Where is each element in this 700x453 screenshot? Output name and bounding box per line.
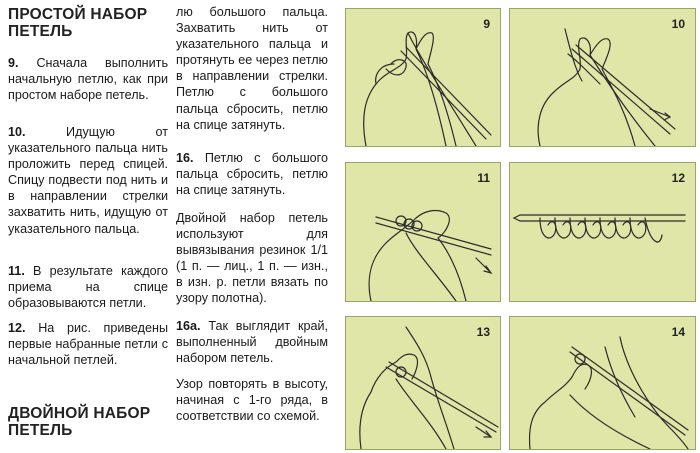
figure-9-label: 9 — [483, 17, 490, 31]
double-cast-on-paragraph: Двойной набор петель используют для вывя… — [176, 211, 328, 306]
step-11-text: В результате каждого приема на спице обр… — [8, 264, 168, 311]
step-12-text: На рис. приведены первые набранные петли… — [8, 321, 168, 368]
step-16-text: Петлю с большого пальца сбросить, петлю … — [176, 151, 328, 198]
section-heading-simple-cast-on: ПРОСТОЙ НАБОР ПЕТЕЛЬ — [8, 6, 148, 40]
step-11-number: 11. — [8, 264, 25, 278]
step-16-paragraph: 16. Петлю с большого пальца сбросить, пе… — [176, 150, 328, 198]
step-10-number: 10. — [8, 125, 26, 139]
figure-11: 11 — [345, 162, 501, 302]
figure-9: 9 — [345, 8, 501, 147]
figure-11-illustration — [368, 209, 493, 301]
continued-paragraph: лю большого пальца. Захватить нить от ук… — [176, 5, 328, 132]
figure-10-illustration — [537, 28, 676, 146]
figure-13-illustration — [359, 326, 499, 449]
figure-14: 14 — [509, 316, 696, 450]
figure-12: 12 — [509, 162, 696, 302]
step-9-number: 9. — [8, 56, 19, 70]
step-11-paragraph: 11. В результате каждого приема на спице… — [8, 263, 168, 311]
figure-10-label: 10 — [671, 17, 685, 31]
figure-10: 10 — [509, 8, 696, 147]
step-16a-paragraph: 16а. Так выглядит край, выполненный двой… — [176, 318, 328, 366]
figure-14-illustration — [528, 336, 689, 449]
step-10-text: Идущую от указательного пальца нить прол… — [8, 125, 169, 236]
figure-9-illustration — [363, 31, 492, 146]
figure-12-label: 12 — [671, 171, 685, 185]
section-heading-double-cast-on: ДВОЙНОЙ НАБОР ПЕТЕЛЬ — [8, 405, 151, 439]
figure-12-illustration — [512, 214, 686, 243]
step-12-paragraph: 12. На рис. приведены первые набранные п… — [8, 320, 168, 368]
pattern-repeat-paragraph: Узор повторять в высоту, начиная с 1-го … — [176, 377, 328, 424]
step-12-number: 12. — [8, 321, 26, 335]
figure-14-label: 14 — [671, 325, 685, 339]
figure-13: 13 — [345, 316, 501, 450]
step-16-number: 16. — [176, 151, 194, 165]
step-16a-number: 16а. — [176, 319, 201, 333]
figure-13-label: 13 — [476, 325, 490, 339]
step-16a-text: Так выглядит край, выполненный двойным н… — [176, 319, 329, 366]
figure-11-label: 11 — [477, 171, 490, 185]
step-10-paragraph: 10. Идущую от указательного пальца нить … — [8, 124, 168, 237]
step-9-paragraph: 9. Сначала выполнить начальную петлю, ка… — [8, 55, 168, 103]
step-9-text: Сначала выполнить начальную петлю, как п… — [8, 56, 169, 103]
